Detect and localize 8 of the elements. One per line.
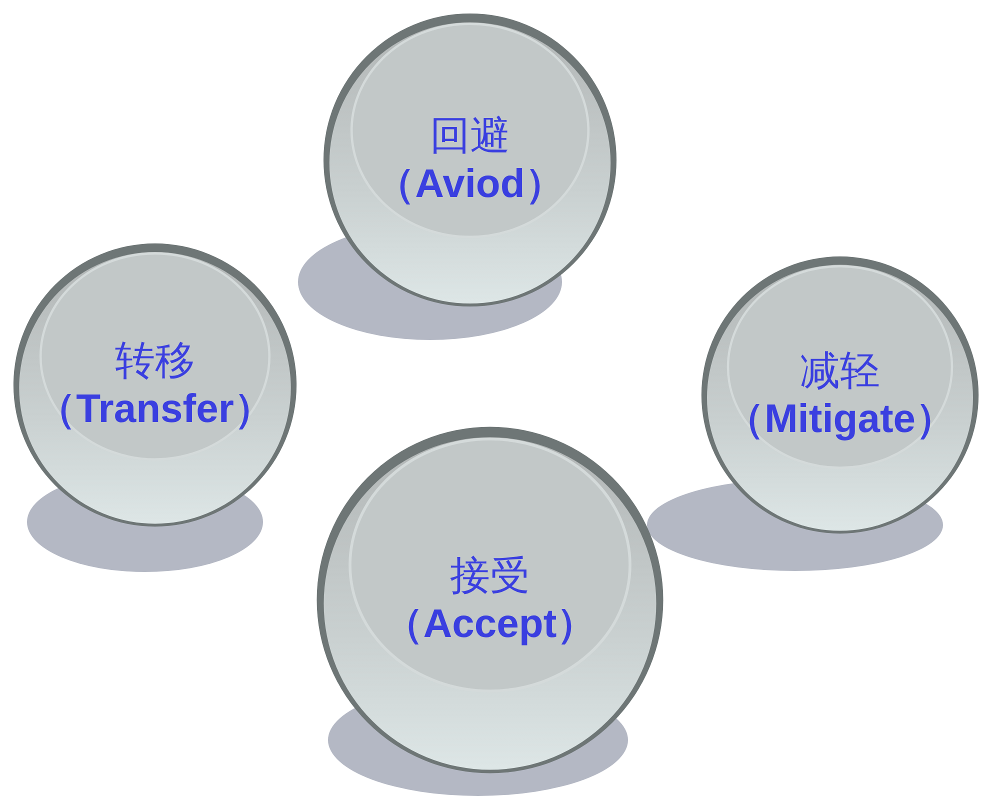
- english-label: （Mitigate）: [724, 396, 956, 443]
- english-label: （Accept）: [383, 601, 597, 648]
- chinese-label: 减轻: [800, 347, 880, 395]
- chinese-label: 转移: [115, 337, 195, 385]
- english-label: （Aviod）: [375, 161, 565, 208]
- english-label: （Transfer）: [36, 386, 274, 433]
- chinese-label: 回避: [430, 112, 510, 160]
- chinese-label: 接受: [450, 552, 530, 600]
